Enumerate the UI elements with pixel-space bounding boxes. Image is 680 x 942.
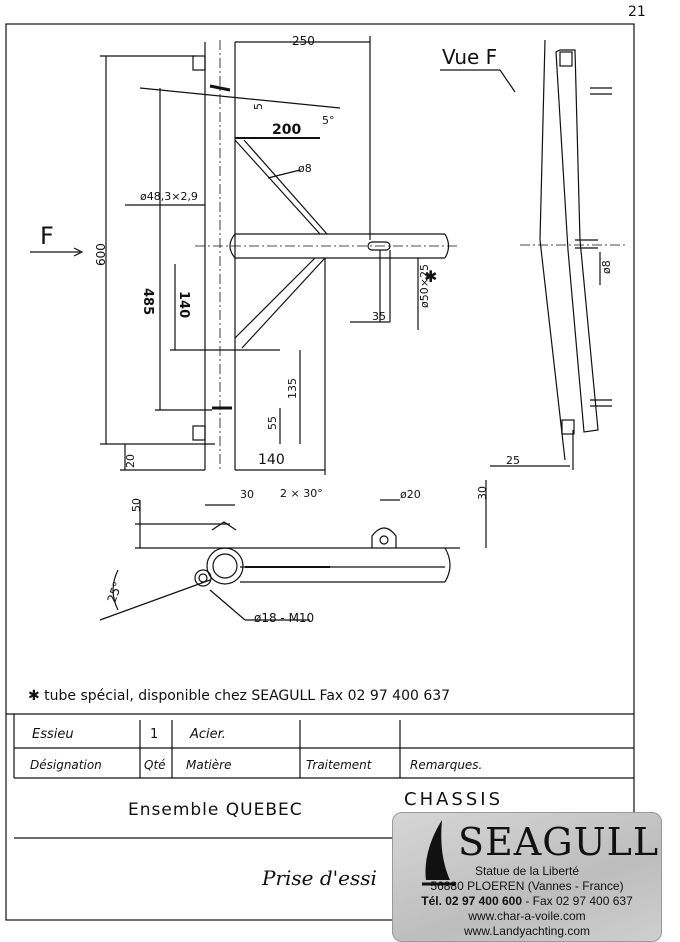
card-phone-line: Tél. 02 97 400 600 - Fax 02 97 400 637 (392, 894, 662, 908)
dim-250: 250 (292, 34, 315, 48)
table-header-material: Matière (186, 758, 232, 772)
dim-phi20: ø20 (400, 488, 421, 501)
dim-5-degrees: 5° (322, 114, 335, 127)
dim-25: 25 (506, 454, 520, 467)
dim-600: 600 (94, 243, 108, 266)
dim-phi8-brace: ø8 (298, 162, 312, 175)
card-phone: Tél. 02 97 400 600 (421, 894, 522, 908)
dim-140-horizontal: 140 (258, 452, 285, 468)
dim-50: 50 (130, 498, 143, 512)
arrow-f-label: F (40, 222, 54, 250)
vue-f-profile (555, 49, 599, 433)
seagull-business-card: SEAGULL Statue de la Liberté 56880 PLOER… (392, 812, 662, 942)
card-website-2[interactable]: www.Landyachting.com (463, 924, 591, 938)
table-header-quantity: Qté (144, 758, 166, 772)
table-cell-quantity-value: 1 (150, 727, 159, 742)
card-website-1[interactable]: www.char-a-voile.com (468, 909, 586, 923)
dim-phi50x25: ø50×25 (418, 264, 431, 308)
dim-485: 485 (140, 288, 155, 315)
title-ensemble: Ensemble QUEBEC (128, 800, 303, 820)
dim-135: 135 (286, 378, 299, 399)
table-header-designation: Désignation (30, 758, 102, 772)
dim-25-degrees: 25° (105, 580, 125, 605)
drawing-frame (5, 23, 635, 921)
title-chassis: CHASSIS (404, 789, 504, 810)
card-fax: - Fax 02 97 400 637 (522, 894, 633, 908)
dim-phi8-vue-f: ø8 (600, 260, 613, 274)
dim-30-top: 30 (240, 488, 254, 501)
dim-20: 20 (124, 454, 137, 468)
sail-logo-icon (422, 820, 456, 886)
card-brand: SEAGULL (458, 820, 660, 864)
card-address-line1: Statue de la Liberté (474, 864, 580, 878)
title-part: Prise d'essi (262, 866, 377, 890)
table-header-remarks: Remarques. (410, 758, 483, 772)
page-number: 21 (628, 4, 646, 20)
table-cell-designation-value: Essieu (32, 727, 74, 742)
dim-200: 200 (272, 122, 301, 138)
dim-tube: ø48,3×2,9 (140, 190, 198, 203)
dim-30-right: 30 (476, 486, 489, 500)
table-cell-material-value: Acier. (190, 727, 226, 742)
dim-55: 55 (266, 416, 279, 430)
dim-2x30: 2 × 30° (280, 487, 323, 500)
table-header-treatment: Traitement (306, 758, 372, 772)
special-tube-note: ✱ tube spécial, disponible chez SEAGULL … (28, 688, 451, 704)
special-tube-mark: ✱ (424, 267, 437, 286)
dim-phi18-m10: ø18 - M10 (254, 611, 314, 625)
dim-140-vertical: 140 (176, 291, 191, 318)
dim-5: 5 (252, 103, 265, 110)
card-address-line2: 56880 PLOEREN (Vannes - France) (430, 879, 624, 893)
dim-35: 35 (372, 310, 386, 323)
view-f-label: Vue F (442, 45, 497, 69)
